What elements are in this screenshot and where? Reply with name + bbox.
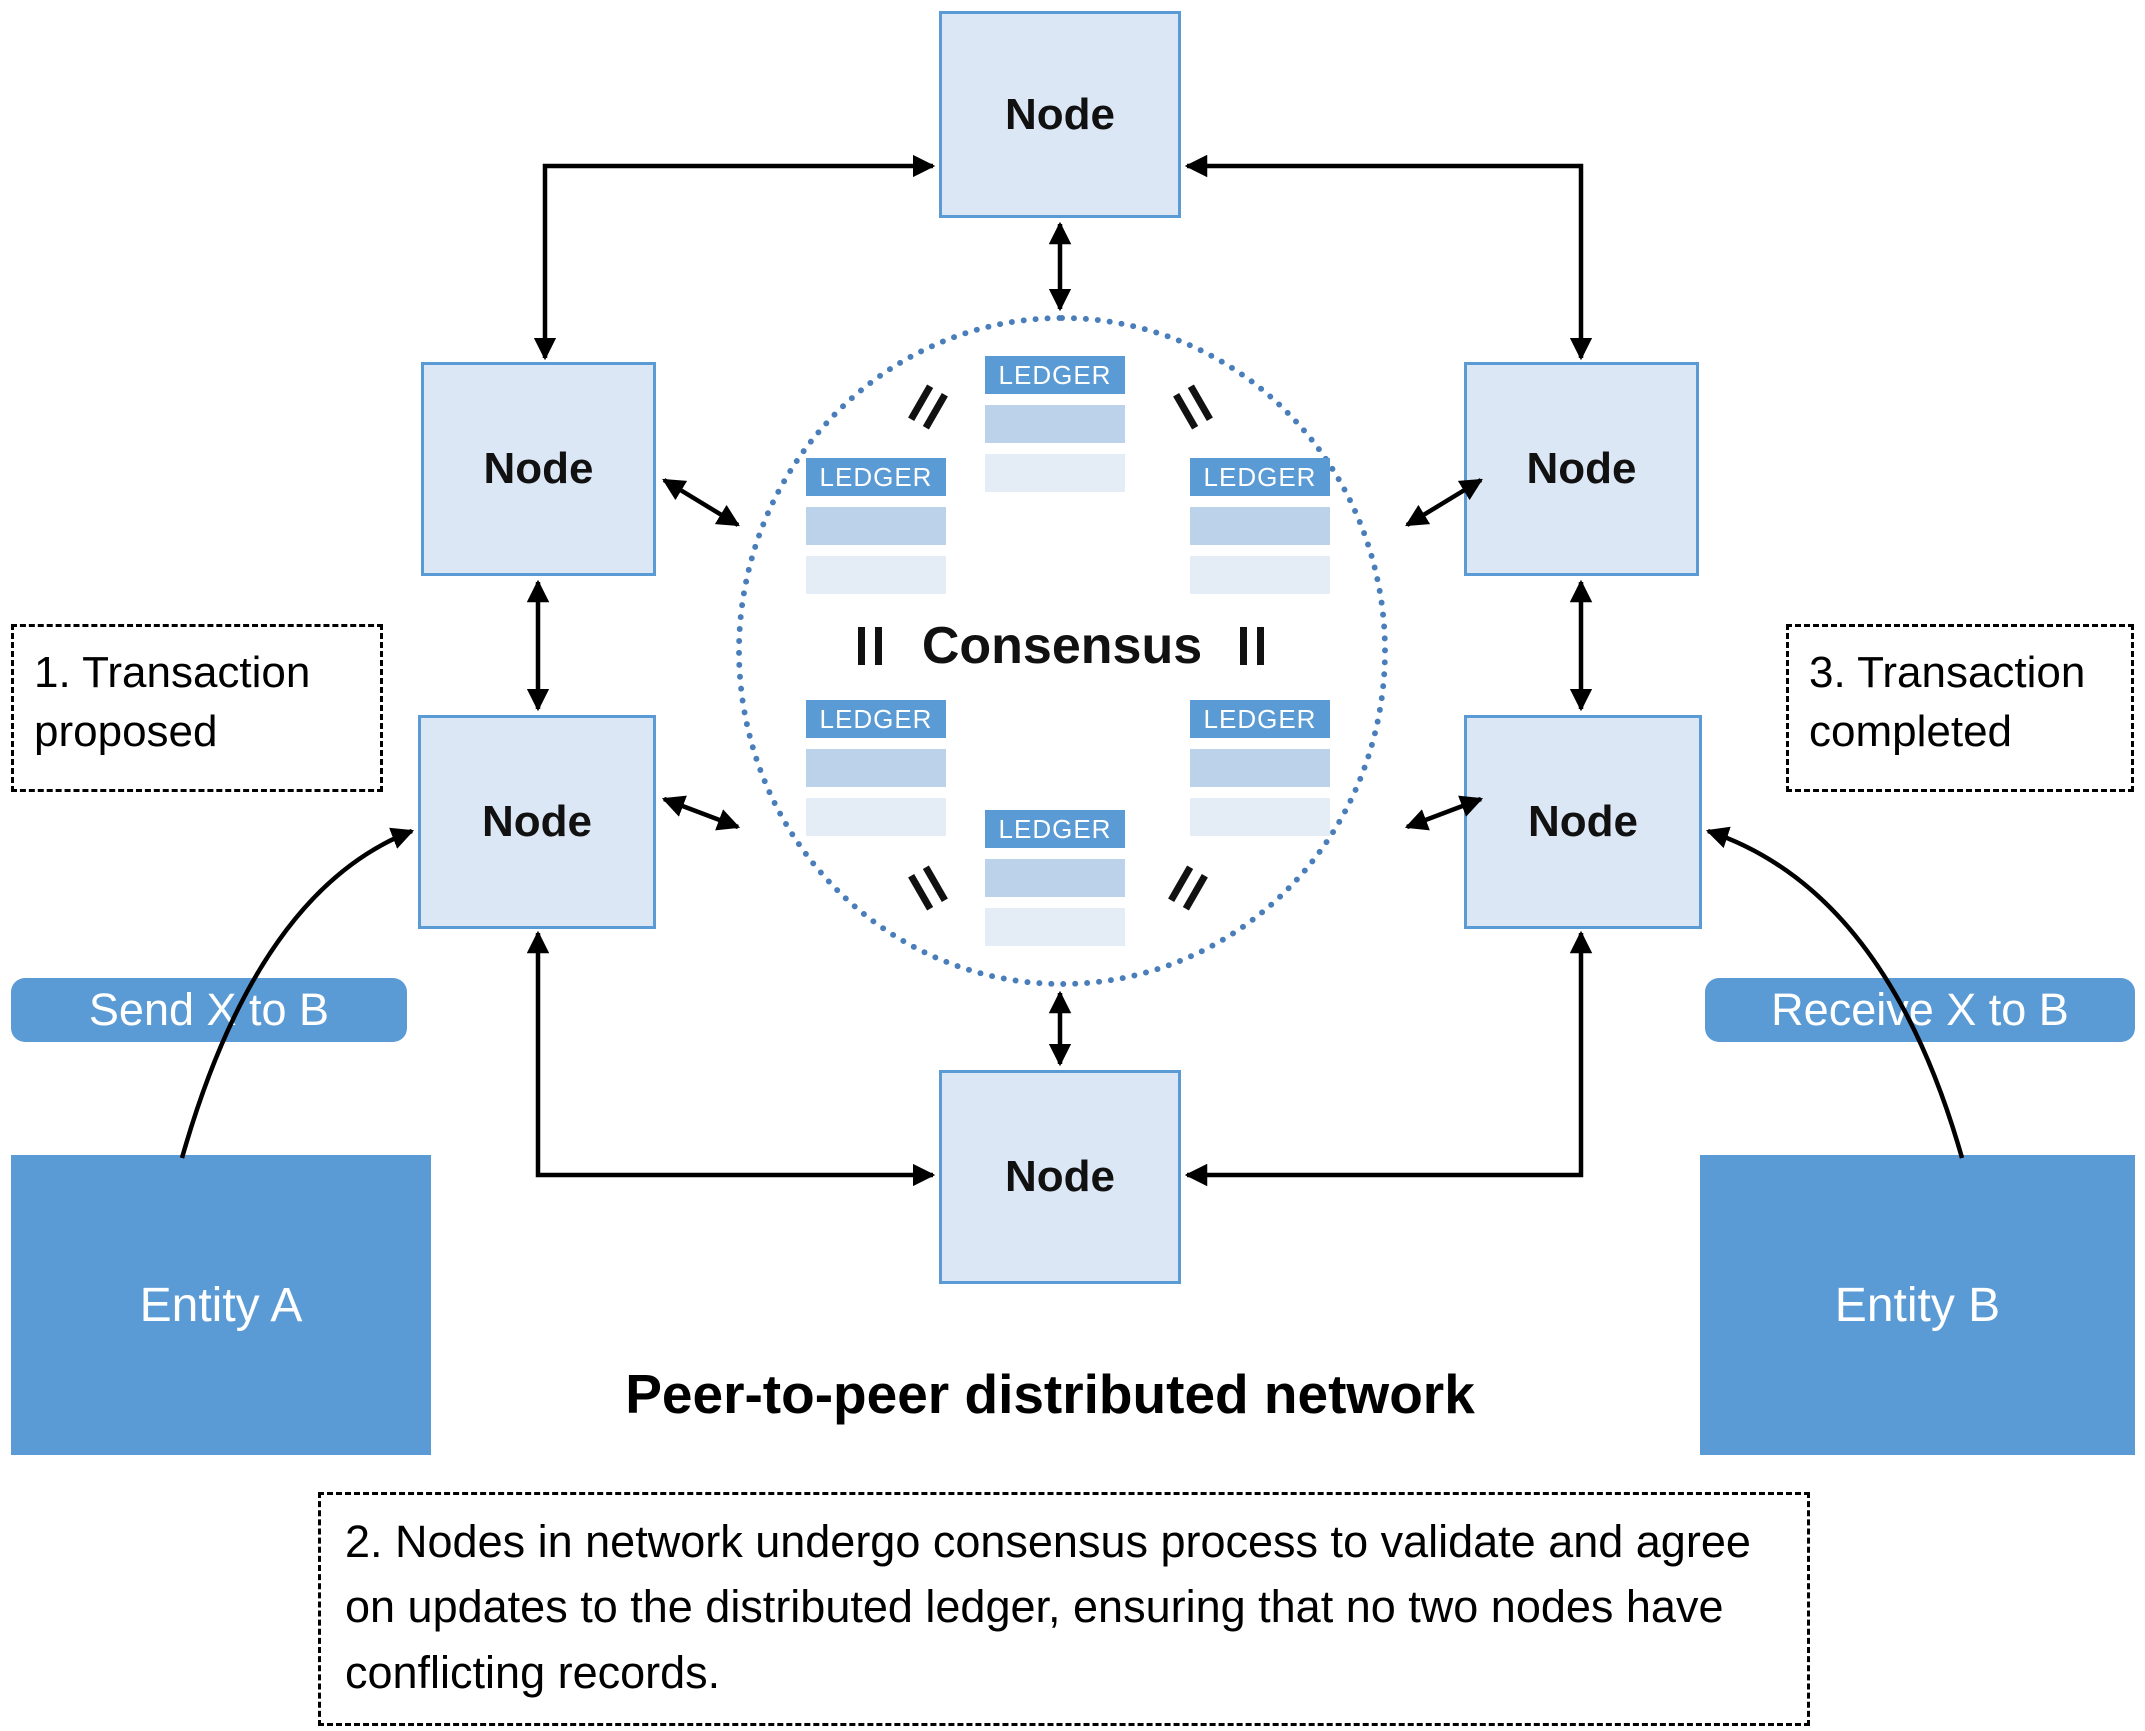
ledger-header: LEDGER bbox=[1190, 458, 1330, 496]
entity-a-label: Entity A bbox=[139, 1278, 303, 1332]
receive-label-pill: Receive X to B bbox=[1705, 978, 2135, 1042]
equals-icon bbox=[1232, 624, 1272, 668]
ledger-row bbox=[985, 859, 1125, 897]
annotation-step1: 1. Transaction proposed bbox=[11, 624, 383, 792]
equals-icon bbox=[850, 624, 890, 668]
node-bottom: Node bbox=[939, 1070, 1181, 1284]
ledger-header: LEDGER bbox=[985, 356, 1125, 394]
annotation-step3-text: 3. Transaction completed bbox=[1809, 648, 2086, 757]
arrow-bottomleft-elbow bbox=[526, 930, 936, 1187]
ledger-header: LEDGER bbox=[985, 810, 1125, 848]
send-label: Send X to B bbox=[88, 984, 330, 1035]
node-label: Node bbox=[483, 444, 594, 493]
ledger-row bbox=[1190, 798, 1330, 836]
arrow-upperleft-node-circle bbox=[662, 478, 740, 527]
node-label: Node bbox=[1526, 444, 1637, 493]
ledger-header: LEDGER bbox=[806, 700, 946, 738]
receive-label: Receive X to B bbox=[1771, 984, 2069, 1035]
arrow-topleft-elbow bbox=[533, 154, 936, 361]
ledger-header: LEDGER bbox=[806, 458, 946, 496]
ledger-table-top: LEDGER bbox=[985, 356, 1125, 492]
annotation-step3: 3. Transaction completed bbox=[1786, 624, 2134, 792]
ledger-row bbox=[985, 454, 1125, 492]
node-mid-right: Node bbox=[1464, 715, 1702, 929]
diagram-title: Peer-to-peer distributed network bbox=[625, 1363, 1475, 1425]
ledger-row bbox=[806, 507, 946, 545]
ledger-row bbox=[985, 405, 1125, 443]
node-label: Node bbox=[1005, 1152, 1115, 1201]
ledger-table-bottom: LEDGER bbox=[985, 810, 1125, 946]
node-upper-left: Node bbox=[421, 362, 656, 576]
ledger-header: LEDGER bbox=[1190, 700, 1330, 738]
ledger-table-lower-right: LEDGER bbox=[1190, 700, 1330, 836]
ledger-table-upper-right: LEDGER bbox=[1190, 458, 1330, 594]
entity-b-label: Entity B bbox=[1834, 1278, 2001, 1332]
entity-a-box: Entity A bbox=[11, 1155, 431, 1455]
node-label: Node bbox=[1528, 797, 1638, 846]
annotation-step1-text: 1. Transaction proposed bbox=[34, 648, 311, 757]
arrow-bottomright-elbow bbox=[1184, 930, 1593, 1187]
ledger-row bbox=[806, 749, 946, 787]
node-top: Node bbox=[939, 11, 1181, 218]
ledger-table-upper-left: LEDGER bbox=[806, 458, 946, 594]
entity-b-box: Entity B bbox=[1700, 1155, 2135, 1455]
node-upper-right: Node bbox=[1464, 362, 1699, 576]
arrow-midleft-node-circle bbox=[661, 795, 741, 831]
annotation-step2: 2. Nodes in network undergo consensus pr… bbox=[318, 1492, 1810, 1726]
ledger-table-lower-left: LEDGER bbox=[806, 700, 946, 836]
send-label-pill: Send X to B bbox=[11, 978, 407, 1042]
node-label: Node bbox=[1005, 89, 1115, 139]
ledger-row bbox=[1190, 507, 1330, 545]
ledger-row bbox=[806, 798, 946, 836]
ledger-row bbox=[1190, 749, 1330, 787]
ledger-row bbox=[1190, 556, 1330, 594]
ledger-row bbox=[985, 908, 1125, 946]
ledger-row bbox=[806, 556, 946, 594]
node-label: Node bbox=[482, 797, 592, 846]
arrow-topright-elbow bbox=[1184, 154, 1593, 361]
node-mid-left: Node bbox=[418, 715, 656, 929]
consensus-label: Consensus bbox=[921, 617, 1203, 675]
annotation-step2-text: 2. Nodes in network undergo consensus pr… bbox=[345, 1516, 1751, 1698]
